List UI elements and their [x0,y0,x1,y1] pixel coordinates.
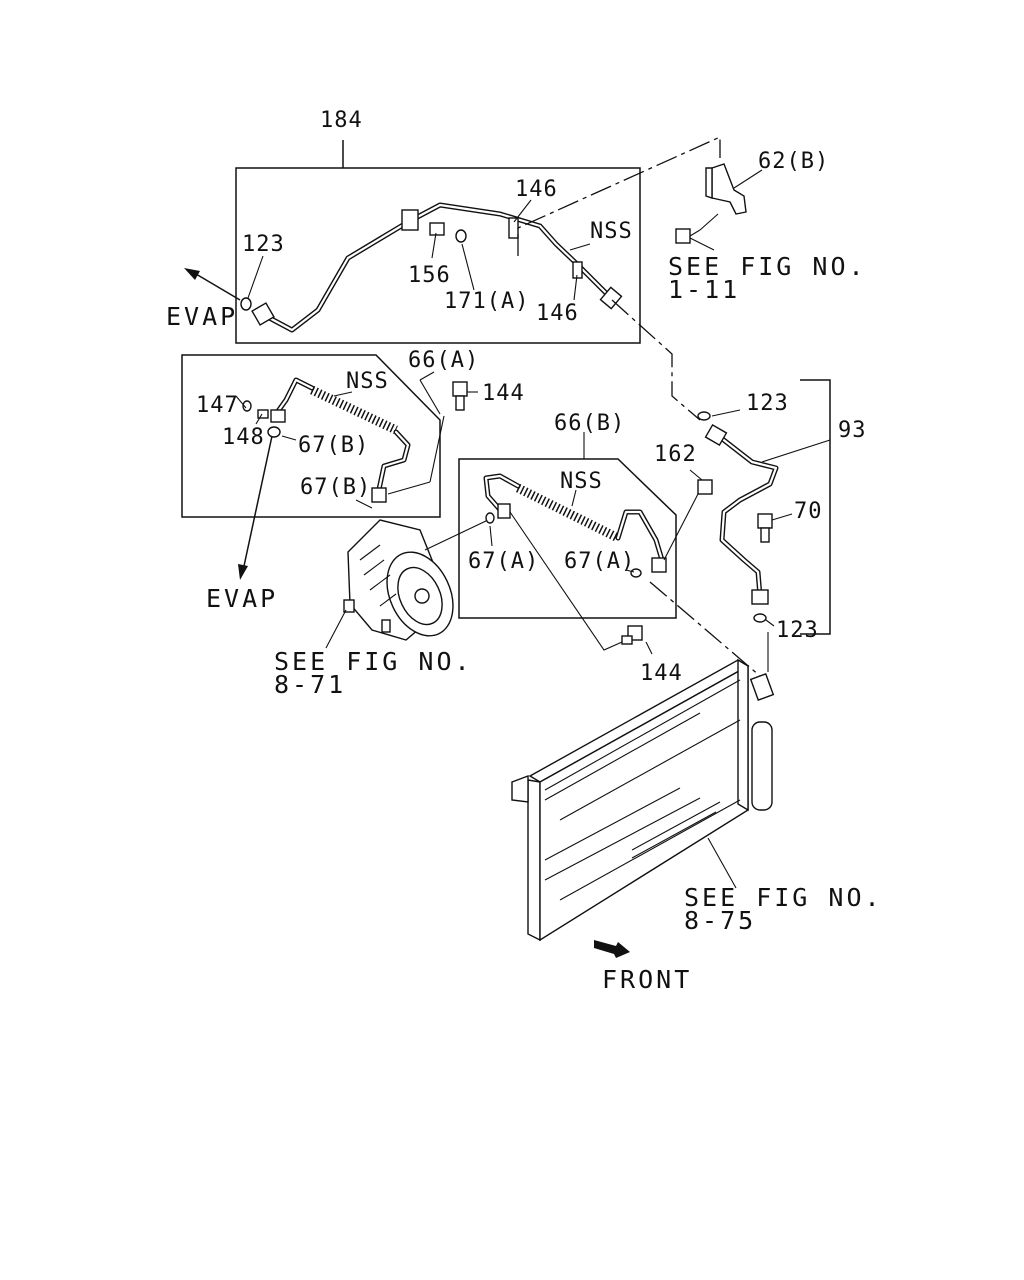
label-see-fig-8-75-b: 8-75 [684,906,756,935]
label-nss-mid: NSS [560,469,603,494]
oring-67a-right [630,568,642,578]
bolt-144-top [452,381,468,397]
assembly-93 [697,379,831,635]
label-66b: 66(B) [554,411,625,436]
label-62b: 62(B) [758,149,829,174]
oring-67b-top [267,426,281,438]
label-70: 70 [794,499,823,524]
label-148: 148 [222,425,265,450]
label-171a: 171(A) [444,289,529,314]
label-see-fig-8-71-b: 8-71 [274,670,346,699]
label-147: 147 [196,393,239,418]
bolt-70 [757,513,773,529]
fitting-146-top [508,217,519,239]
part-156 [429,222,445,236]
label-67b-a: 67(B) [298,433,369,458]
oring-123-93bot [753,613,767,623]
bracket-93 [800,379,831,635]
receiver-drier [751,721,773,811]
front-arrow [594,940,630,958]
label-123-a: 123 [242,232,285,257]
label-184: 184 [320,108,363,133]
fitting-right [599,286,623,310]
box-184 [235,167,641,344]
fitting-block [401,209,419,231]
label-evap-top: EVAP [166,302,238,331]
condenser-fins [544,679,741,901]
fitting-93-top [704,423,728,447]
part-147 [242,400,252,412]
part-171a [455,229,467,243]
fitting-66a-bot [371,487,387,503]
dash-line-62b [517,135,721,256]
dash-line-93 [611,299,701,421]
labels: 184 123 EVAP 146 NSS 156 171(A) 146 62(B… [166,108,883,994]
label-144-top: 144 [482,381,525,406]
label-front: FRONT [602,965,692,994]
label-67a-a: 67(A) [468,549,539,574]
bolt-144-shaft [455,395,465,411]
dash-line-condenser [649,581,761,677]
label-see-fig-8-75-a: SEE FIG NO. [684,883,883,912]
fitting-146-bot [572,261,583,279]
label-see-fig-8-71-a: SEE FIG NO. [274,647,473,676]
box-66b [458,458,677,619]
fitting-evap-top [251,302,275,326]
bracket-62b [675,163,763,251]
label-123-c: 123 [776,618,819,643]
assembly-66a [181,354,478,580]
fitting-66b-left [497,503,511,519]
label-see-fig-1-11-b: 1-11 [668,275,740,304]
fitting-93-bot [751,589,769,605]
bolt-162 [697,479,713,495]
label-66a: 66(A) [408,348,479,373]
oring-123-93top [697,411,711,421]
fitting-66a-top [270,409,286,423]
box-66a [181,354,441,518]
condenser [511,632,775,958]
bolt-62b [675,228,691,244]
label-see-fig-1-11-a: SEE FIG NO. [668,252,867,281]
label-67b-b: 67(B) [300,475,371,500]
label-146-bot: 146 [536,301,579,326]
label-nss-left: NSS [346,369,389,394]
label-93: 93 [838,418,867,443]
part-148 [257,409,269,419]
label-evap-left: EVAP [206,584,278,613]
fitting-66b-right [651,557,667,573]
label-123-b: 123 [746,391,789,416]
condenser-fitting [749,673,775,701]
oring-67a-left [485,512,495,524]
assembly-66b [458,432,761,677]
label-67a-b: 67(A) [564,549,635,574]
label-nss-top: NSS [590,219,633,244]
label-146-top: 146 [515,177,558,202]
label-162: 162 [654,442,697,467]
bolt-144-bot-shaft [621,635,633,645]
compressor [325,519,489,649]
label-156: 156 [408,263,451,288]
label-144-bot: 144 [640,661,683,686]
oring-123-top [240,297,252,311]
